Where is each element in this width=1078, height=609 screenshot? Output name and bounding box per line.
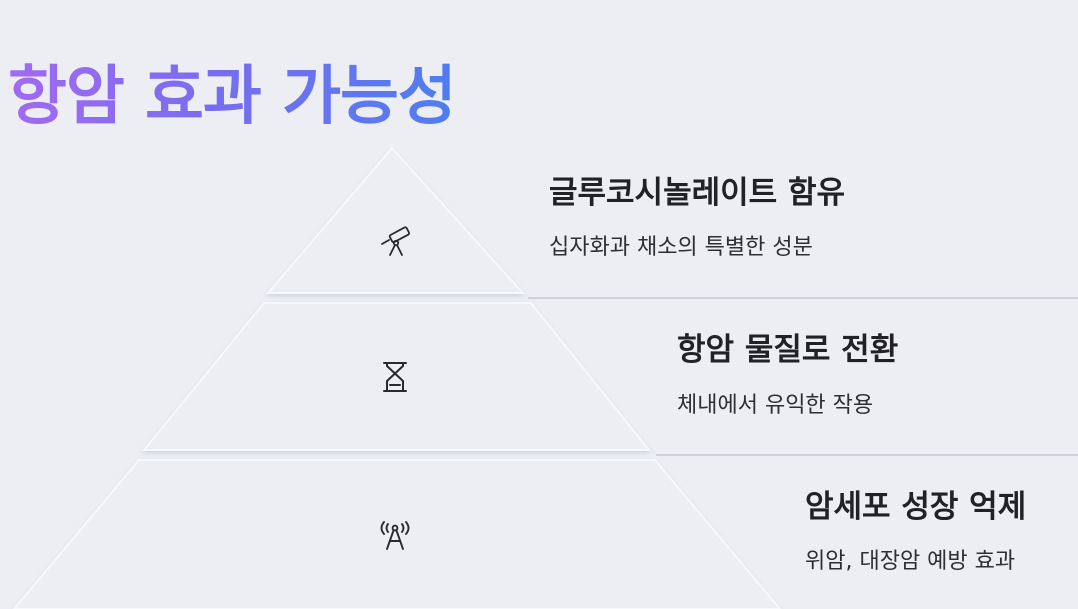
level-2-title: 항암 물질로 전환 bbox=[677, 332, 899, 368]
level-2-description: 체내에서 유익한 작용 bbox=[677, 393, 874, 418]
level-1-description: 십자화과 채소의 특별한 성분 bbox=[549, 235, 813, 260]
page-title: 항암 효과 가능성 bbox=[8, 57, 457, 137]
hourglass-icon bbox=[375, 357, 415, 397]
antenna-tower-icon bbox=[375, 516, 415, 556]
level-1-title: 글루코시놀레이트 함유 bbox=[549, 175, 845, 211]
telescope-icon bbox=[376, 222, 416, 262]
level-3-title: 암세포 성장 억제 bbox=[805, 489, 1027, 525]
pyramid-tier-top bbox=[265, 146, 526, 294]
pyramid-tier-middle bbox=[141, 302, 652, 451]
level-3-description: 위암, 대장암 예방 효과 bbox=[805, 549, 1016, 574]
